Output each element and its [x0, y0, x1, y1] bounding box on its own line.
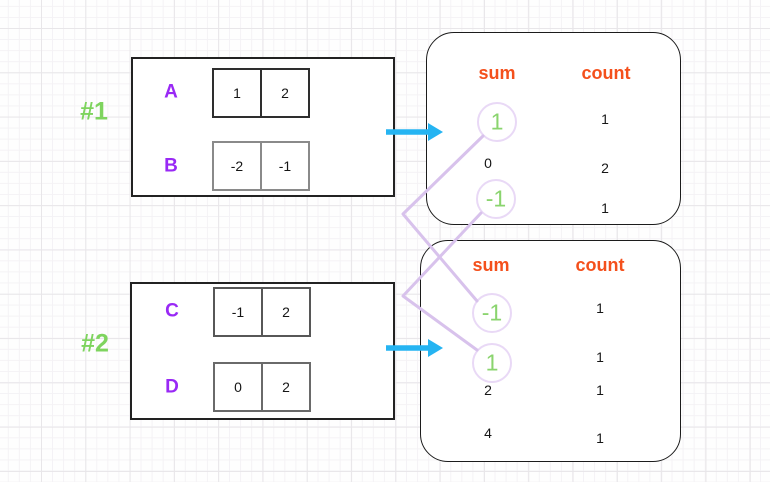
group2-array-d-label[interactable]: D: [165, 376, 179, 398]
table2-box[interactable]: [420, 240, 681, 462]
table2-sum-value[interactable]: 2: [484, 382, 492, 398]
table2-count-value[interactable]: 1: [596, 300, 604, 316]
table2-sum-value[interactable]: 4: [484, 425, 492, 441]
group2-label[interactable]: #2: [81, 329, 109, 358]
table1-sum-header[interactable]: sum: [478, 63, 516, 83]
array-cell[interactable]: 2: [260, 68, 310, 118]
group2-array-d-cells[interactable]: 0 2: [213, 362, 311, 412]
array-cell[interactable]: -1: [213, 287, 263, 337]
table1-count-value[interactable]: 1: [601, 200, 609, 216]
array-cell[interactable]: 2: [261, 362, 311, 412]
array-cell[interactable]: -1: [260, 141, 310, 191]
array-cell[interactable]: 2: [261, 287, 311, 337]
group1-array-b-cells[interactable]: -2 -1: [212, 141, 310, 191]
array-cell[interactable]: -2: [212, 141, 262, 191]
table2-count-header[interactable]: count: [575, 255, 625, 275]
group1-array-a-cells[interactable]: 1 2: [212, 68, 310, 118]
table2-count-value[interactable]: 1: [596, 382, 604, 398]
table1-box[interactable]: [426, 32, 681, 225]
table1-count-value[interactable]: 2: [601, 160, 609, 176]
group2-array-c-cells[interactable]: -1 2: [213, 287, 311, 337]
table1-sum-value[interactable]: 0: [484, 155, 492, 171]
array-cell[interactable]: 0: [213, 362, 263, 412]
table1-sum-value[interactable]: -1: [485, 185, 507, 212]
group1-array-b-label[interactable]: B: [164, 155, 178, 177]
highlight-circle[interactable]: [472, 343, 512, 383]
group2-array-c-label[interactable]: C: [165, 300, 179, 322]
table1-sum-value[interactable]: 1: [490, 108, 504, 135]
group1-label[interactable]: #1: [80, 97, 108, 126]
table2-count-value[interactable]: 1: [596, 349, 604, 365]
table2-sum-value[interactable]: -1: [481, 299, 503, 326]
table1-count-value[interactable]: 1: [601, 111, 609, 127]
highlight-circle[interactable]: [477, 102, 517, 142]
table2-sum-header[interactable]: sum: [472, 255, 510, 275]
group1-array-a-label[interactable]: A: [164, 81, 178, 103]
table2-sum-value[interactable]: 1: [485, 349, 499, 376]
table2-count-value[interactable]: 1: [596, 430, 604, 446]
array-cell[interactable]: 1: [212, 68, 262, 118]
table1-count-header[interactable]: count: [581, 63, 631, 83]
